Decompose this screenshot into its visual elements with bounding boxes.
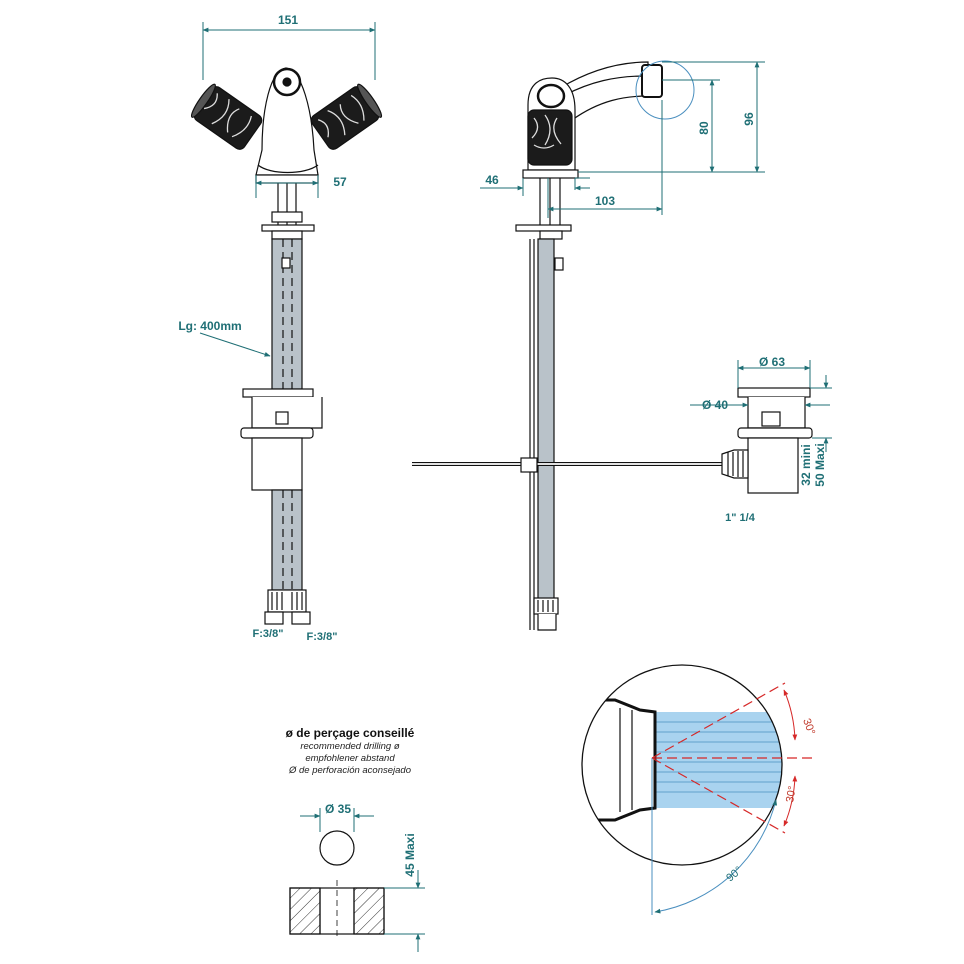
hose-length-label: Lg: 400mm	[178, 319, 241, 333]
drilling-subtitle-en: recommended drilling ø	[300, 741, 400, 752]
dim-diameter-35: Ø 35	[325, 802, 351, 816]
waste-thread-label: 1" 1/4	[725, 512, 756, 524]
waste-body-side	[747, 437, 799, 494]
hose-thread-left: F:3/8"	[253, 628, 284, 640]
dim-151: 151	[278, 13, 298, 27]
drilling-detail	[289, 830, 385, 940]
drilling-subtitle-de: empfohlener abstand	[305, 753, 395, 764]
dim-diameter-40: Ø 40	[702, 398, 728, 412]
drilling-title: ø de perçage conseillé	[285, 726, 415, 740]
right-handle	[310, 83, 383, 150]
drill-hole	[319, 830, 355, 866]
drilling-dimensions	[300, 808, 425, 952]
supply-hoses	[271, 238, 303, 390]
dim-80: 80	[697, 121, 711, 135]
angle-rotation-label: 90°	[724, 864, 744, 884]
front-dimensions	[199, 22, 376, 357]
drilling-subtitle-es: Ø de perforación aconsejado	[289, 765, 411, 776]
side-handle	[527, 109, 573, 166]
dim-46: 46	[485, 173, 499, 187]
front-view	[190, 67, 383, 625]
spout-angle-detail	[581, 664, 815, 915]
side-hose	[537, 238, 555, 600]
side-dimensions	[480, 61, 832, 452]
hose-thread-right: F:3/8"	[307, 631, 338, 643]
waste-body-front	[251, 437, 303, 491]
angle-up-label: 30°	[800, 717, 817, 737]
dim-96: 96	[742, 112, 756, 126]
dim-32-mini: 32 mini	[799, 444, 813, 485]
dim-45-maxi: 45 Maxi	[403, 833, 417, 876]
left-handle	[190, 83, 263, 150]
dim-57: 57	[333, 175, 347, 189]
dim-diameter-63: Ø 63	[759, 355, 785, 369]
dim-103: 103	[595, 194, 615, 208]
angle-down-label: 30°	[784, 785, 799, 803]
side-view	[412, 60, 813, 631]
dim-50-maxi: 50 Maxi	[813, 443, 827, 486]
